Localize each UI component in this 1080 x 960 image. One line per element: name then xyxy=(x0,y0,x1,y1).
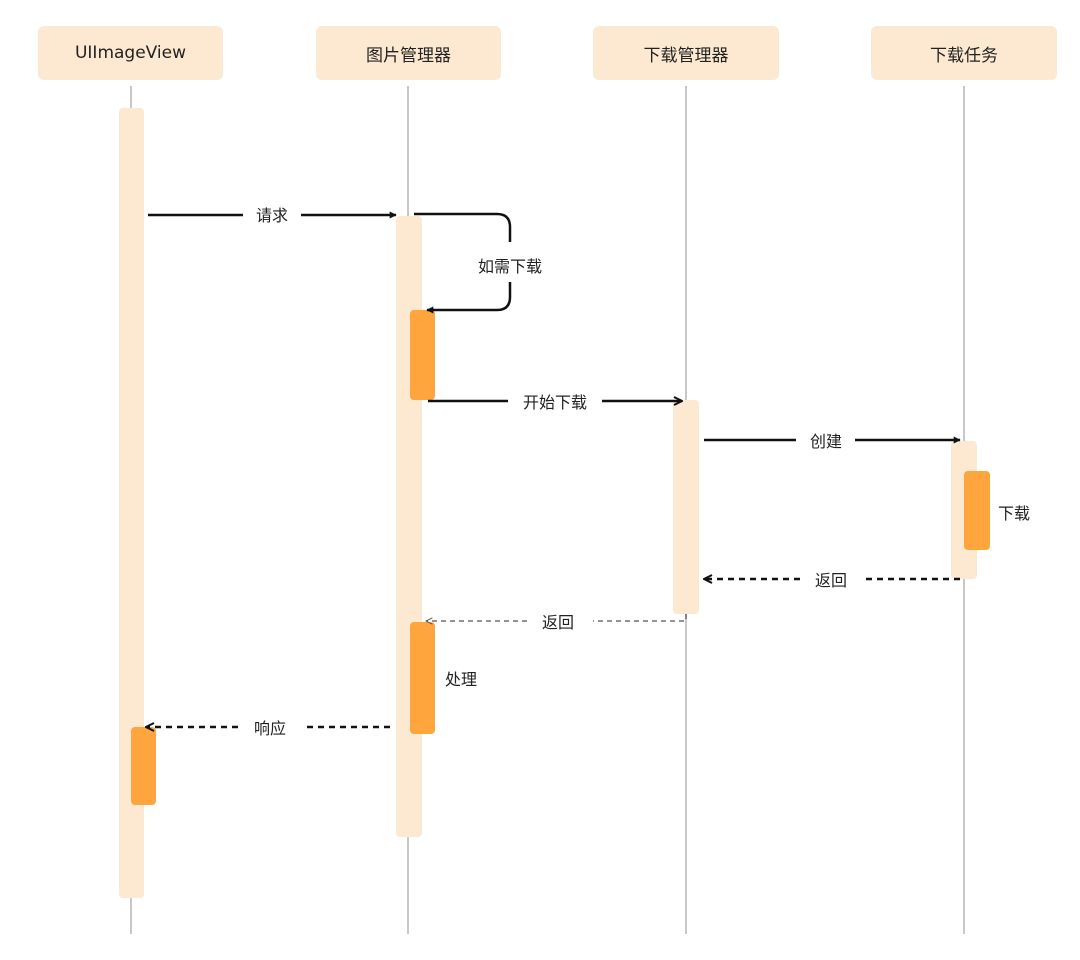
activation-respond xyxy=(131,727,156,805)
activation-uiimageview xyxy=(119,108,144,898)
activation-process-label: 处理 xyxy=(445,670,477,689)
participant-label: UIImageView xyxy=(74,43,187,63)
self-call-label: 如需下载 xyxy=(478,257,542,276)
activation-process xyxy=(410,622,435,734)
activation-image-manager xyxy=(396,216,422,837)
message-request-label: 请求 xyxy=(256,206,288,225)
activation-download xyxy=(964,471,990,550)
self-call-top xyxy=(414,212,512,242)
participant-download-manager: 下载管理器 xyxy=(593,26,779,80)
participant-uiimageview: UIImageView xyxy=(38,26,223,80)
participant-label: 下载任务 xyxy=(930,45,998,66)
participant-download-task: 下载任务 xyxy=(871,26,1057,80)
message-return-dm-line xyxy=(593,614,687,622)
participant-image-manager: 图片管理器 xyxy=(316,26,501,80)
message-start-download-label: 开始下载 xyxy=(523,393,587,412)
message-respond-label: 响应 xyxy=(254,719,286,738)
participant-label: 下载管理器 xyxy=(643,45,729,66)
message-return-task-label: 返回 xyxy=(815,571,847,590)
self-call-bottom xyxy=(426,282,512,314)
participant-label: 图片管理器 xyxy=(366,45,451,66)
activation-download-label: 下载 xyxy=(998,504,1030,523)
activation-download-manager xyxy=(673,400,699,614)
message-create-label: 创建 xyxy=(810,432,842,451)
activation-if-needed xyxy=(410,310,435,400)
message-return-dm-label: 返回 xyxy=(542,613,574,632)
